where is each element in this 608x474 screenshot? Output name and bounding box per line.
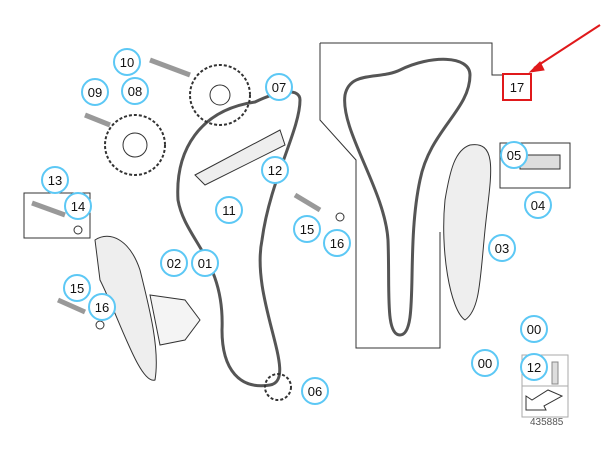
callout-05[interactable]: 05	[500, 141, 528, 169]
bolt-15a	[293, 192, 322, 213]
sprocket-08	[104, 114, 166, 176]
tensioner-rail	[94, 235, 157, 381]
guide-rail-11	[194, 129, 286, 186]
callout-07[interactable]: 07	[265, 73, 293, 101]
callout-06[interactable]: 06	[301, 377, 329, 405]
callout-01[interactable]: 01	[191, 249, 219, 277]
bolt-10	[149, 57, 191, 78]
highlight-arrowhead	[528, 61, 545, 73]
washer-16b	[95, 320, 105, 330]
callout-04[interactable]: 04	[524, 191, 552, 219]
washer-14	[73, 225, 83, 235]
callout-17-highlighted[interactable]: 17	[502, 73, 532, 101]
callout-03[interactable]: 03	[488, 234, 516, 262]
adjuster-hub	[209, 84, 231, 106]
bolt-13	[31, 200, 66, 218]
guide-rail-03	[443, 144, 492, 321]
chain-frame-left	[319, 43, 441, 349]
bolt-09	[84, 112, 111, 128]
callout-13[interactable]: 13	[41, 166, 69, 194]
callout-15[interactable]: 15	[293, 215, 321, 243]
callout-00b[interactable]: 00	[471, 349, 499, 377]
bolt-15b	[56, 297, 87, 315]
callout-11[interactable]: 11	[215, 196, 243, 224]
bracket-plate	[149, 294, 201, 346]
highlight-arrow	[533, 24, 601, 69]
timing-chain-main	[176, 90, 302, 388]
washer-16a	[335, 212, 345, 222]
callout-10[interactable]: 10	[113, 48, 141, 76]
timing-chain-secondary	[343, 57, 472, 337]
callout-00a[interactable]: 00	[520, 315, 548, 343]
callout-12[interactable]: 12	[261, 156, 289, 184]
chain-frame	[320, 42, 502, 76]
camshaft-adjuster	[189, 64, 251, 126]
callout-16b[interactable]: 16	[88, 293, 116, 321]
callout-09[interactable]: 09	[81, 78, 109, 106]
callout-15b[interactable]: 15	[63, 274, 91, 302]
diagram-number: 435885	[530, 417, 564, 428]
callout-02[interactable]: 02	[160, 249, 188, 277]
legend-arrow-icon	[525, 389, 564, 411]
part04-frame	[499, 142, 571, 189]
callout-12b[interactable]: 12	[520, 353, 548, 381]
callout-14[interactable]: 14	[64, 192, 92, 220]
callout-08[interactable]: 08	[121, 77, 149, 105]
sprocket-hub	[122, 132, 148, 158]
crank-sprocket	[264, 373, 292, 401]
legend-bolt-icon	[551, 361, 559, 385]
callout-16[interactable]: 16	[323, 229, 351, 257]
